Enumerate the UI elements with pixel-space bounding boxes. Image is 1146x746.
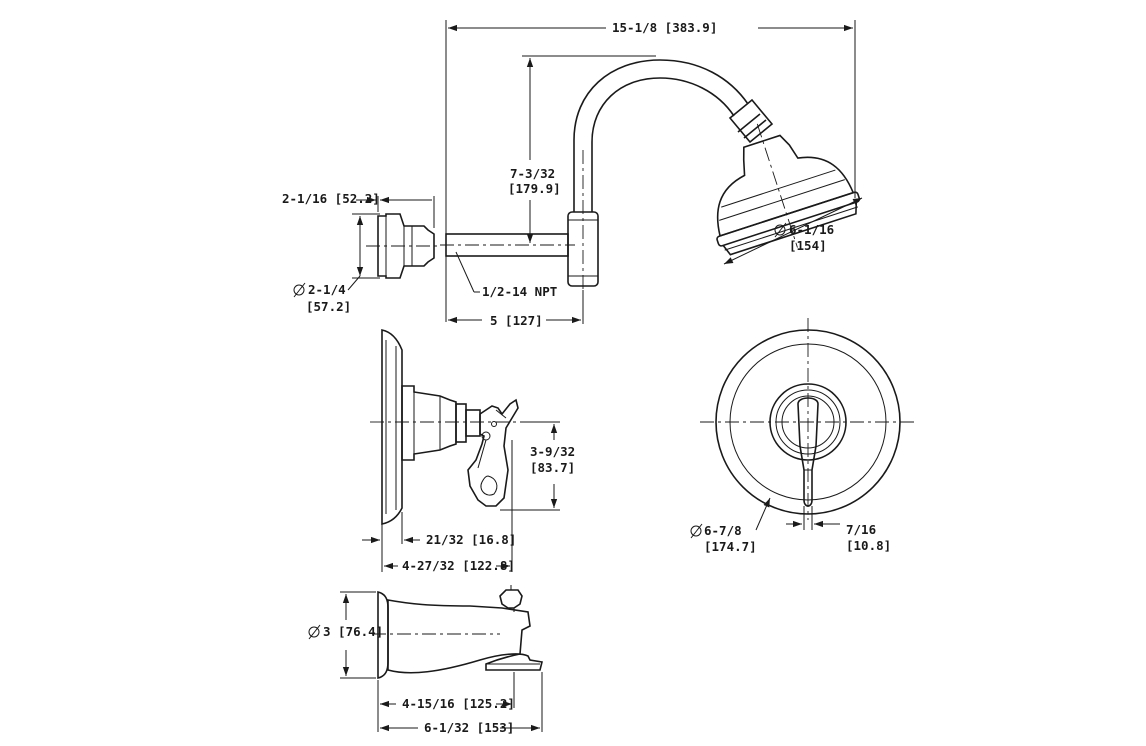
dim-flange-diameter-mm: [57.2] [306, 299, 351, 314]
dim-handle-offset: 21/32 [16.8] [426, 532, 516, 547]
valve-front-view: 6-7/8 [174.7] 7/16 [10.8] [690, 318, 918, 554]
dim-lever-width-mm: [10.8] [846, 538, 891, 553]
dim-thread-npt: 1/2-14 NPT [482, 284, 557, 299]
dim-head-diameter: 6-1/16 [789, 222, 834, 237]
dim-escutcheon-diameter-mm: [174.7] [704, 539, 757, 554]
dim-arm-reach: 5 [127] [490, 313, 543, 328]
dim-shower-arm-height-mm: [179.9] [508, 181, 561, 196]
dim-handle-height: 3-9/32 [530, 444, 575, 459]
shower-arm-view: 15-1/8 [383.9] 7-3/32 [179.9] [440, 20, 863, 328]
dim-flange-diameter: 2-1/4 [308, 282, 346, 297]
dim-handle-height-mm: [83.7] [530, 460, 575, 475]
dim-escutcheon-diameter: 6-7/8 [704, 523, 742, 538]
valve-side-view: 3-9/32 [83.7] 21/32 [16.8] 4-27/32 [122.… [362, 329, 575, 573]
tub-spout-view: 3 [76.4] 4-15/16 [125.2] 6-1/32 [153] [308, 585, 543, 735]
dim-flange-depth: 2-1/16 [52.2] [282, 191, 380, 206]
dim-head-diameter-mm: [154] [789, 238, 827, 253]
dim-lever-width: 7/16 [846, 522, 876, 537]
dim-shower-arm-overall: 15-1/8 [383.9] [612, 20, 717, 35]
flange-view: 2-1/16 [52.2] 2-1/4 [57.2] [282, 191, 440, 314]
dim-spout-reach: 4-15/16 [125.2] [402, 696, 515, 711]
dim-spout-overall: 6-1/32 [153] [424, 720, 514, 735]
dim-spout-diameter: 3 [76.4] [323, 624, 383, 639]
dim-shower-arm-height: 7-3/32 [510, 166, 555, 181]
dim-handle-overall: 4-27/32 [122.8] [402, 558, 515, 573]
